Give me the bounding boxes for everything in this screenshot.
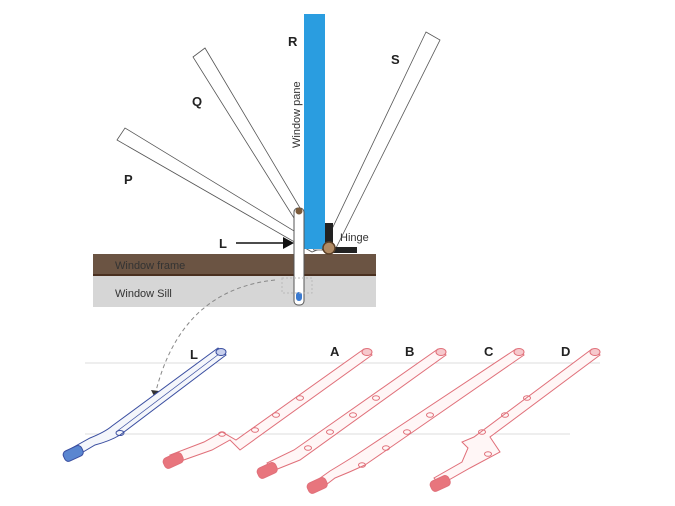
lever-l-label: L: [190, 347, 198, 362]
label-s: S: [391, 52, 400, 67]
window-pane-label: Window pane: [291, 81, 303, 148]
hinge-bracket: [325, 223, 333, 248]
hinge-pin: [322, 241, 336, 255]
lever-installed: [293, 207, 305, 306]
dashed-path: [154, 279, 276, 396]
pane-position-s: [321, 31, 441, 251]
window-frame-label: Window frame: [115, 260, 185, 272]
label-r: R: [288, 34, 298, 49]
lever-option-d: [429, 348, 601, 492]
hinge-label: Hinge: [340, 232, 369, 244]
lever-l: [62, 347, 227, 462]
window-frame: [93, 254, 376, 276]
lever-option-a: [162, 348, 373, 469]
window-pane-r: [304, 14, 325, 249]
label-p: P: [124, 172, 133, 187]
lever-option-a-label: A: [330, 344, 340, 359]
lever-option-b-label: B: [405, 344, 414, 359]
lever-label-top: L: [219, 236, 227, 251]
label-q: Q: [192, 94, 202, 109]
lever-option-c: [306, 348, 525, 494]
lever-option-b: [256, 348, 447, 479]
window-sill: [93, 276, 376, 307]
lever-option-c-label: C: [484, 344, 494, 359]
lever-option-d-label: D: [561, 344, 570, 359]
window-sill-label: Window Sill: [115, 288, 172, 300]
